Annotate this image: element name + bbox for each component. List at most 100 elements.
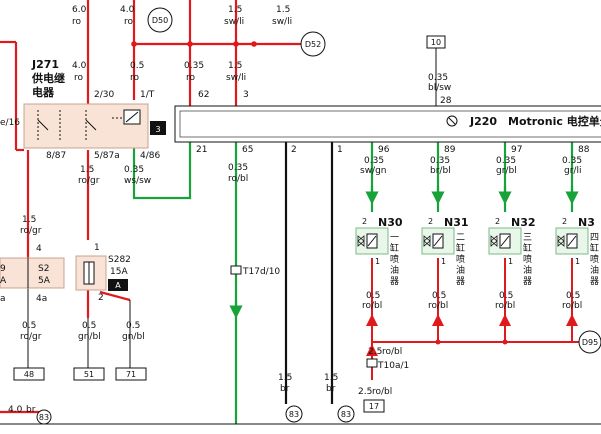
- injector-pin: 1: [508, 257, 513, 266]
- pin-label: 2: [291, 145, 297, 155]
- pin-label: 62: [198, 90, 209, 100]
- wire-color: ro/gr: [20, 332, 42, 342]
- fuse-tag: A: [115, 281, 121, 290]
- node-83-c: 83: [36, 409, 52, 425]
- wire-gauge: 1.5: [228, 5, 242, 15]
- injector-name-char: 器: [390, 276, 399, 287]
- node-83-b: 83: [337, 405, 355, 423]
- wire-color: gn/bl: [78, 332, 101, 342]
- wire-green-relay-ecu: [132, 142, 192, 200]
- injector-code: N30: [378, 216, 403, 229]
- pin-label: 5/87a: [94, 151, 120, 161]
- wire-red-fuse-branch: [99, 290, 131, 302]
- injector-name-char: 缸: [390, 242, 399, 254]
- wire-gauge: 4.0: [8, 405, 23, 415]
- junction-dot: [502, 339, 508, 345]
- ecu-code: J220: [469, 115, 497, 128]
- wire-gauge: 0.35: [496, 156, 516, 166]
- bottom-boxes: 48 51 71 17: [13, 367, 385, 413]
- ecu-name: Motronic 电控单元: [508, 114, 601, 128]
- injector-name-char: 油: [390, 264, 399, 276]
- relay-j271: 3 J271 供电继 电器 2/30 1/T e/16 8/87 5/87a 4…: [0, 58, 166, 161]
- injector-code: N31: [444, 216, 469, 229]
- wire-gauge: 4.0: [120, 5, 135, 15]
- injector-name-char: 油: [456, 264, 465, 276]
- fuse-block-left: 9 A S2 5A 4 4a a: [0, 244, 65, 304]
- injector-code: N3: [578, 216, 595, 229]
- injector-name-char: 喷: [590, 254, 599, 265]
- fuse-label: 5A: [38, 276, 51, 286]
- injector-name-char: 一: [390, 233, 399, 243]
- junction-dot: [233, 41, 239, 47]
- injector-code: N32: [511, 216, 536, 229]
- wire-gauge: 0.5: [130, 61, 144, 71]
- wire-gauge: 0.35: [430, 156, 450, 166]
- fuse-label: 9: [0, 264, 6, 274]
- junctions: [131, 41, 508, 345]
- pin-label: 1: [337, 145, 343, 155]
- box-label: 17: [369, 402, 379, 411]
- relay-name-1: 供电继: [31, 71, 65, 85]
- wire-gauge: 0.5: [22, 321, 36, 331]
- wire-labels: 6.0 ro 4.0 ro 1.5 sw/li 1.5 sw/li 4.0 ro…: [8, 5, 590, 415]
- wire-color: br: [280, 384, 290, 394]
- injector-valve-icon: [423, 235, 431, 247]
- wire-gauge: 1.5: [278, 373, 292, 383]
- wire-color: sw/li: [224, 17, 244, 27]
- pin-label: 97: [511, 145, 522, 155]
- injector-coil-line: [500, 235, 510, 247]
- injector-name-char: 喷: [390, 254, 399, 265]
- injector-name-char: 三: [523, 233, 532, 243]
- injector-valve-icon: [357, 235, 365, 247]
- wire-gauge: 0.35: [562, 156, 582, 166]
- injector-body: [555, 227, 589, 255]
- injector-coil-line: [367, 235, 377, 247]
- wire-color: gr/li: [564, 166, 581, 176]
- junction-dot: [251, 41, 257, 47]
- injector-pin: 2: [428, 217, 433, 226]
- fuse-s282: S282 15A A 1 2: [75, 243, 131, 303]
- wire-color: ro/bl: [428, 301, 448, 311]
- injector-name-char: 缸: [523, 242, 532, 254]
- wire-gauge: 0.5: [432, 291, 446, 301]
- wire-color: ro: [74, 73, 84, 83]
- wire-gauge: 1.5: [276, 5, 290, 15]
- relay-contacts: [37, 110, 124, 140]
- wire-gauge: 1.5: [22, 215, 36, 225]
- ecu-j220: J220 Motronic 电控单元 28: [174, 96, 601, 143]
- injector-coil-line: [567, 235, 577, 247]
- wire-color: sw/li: [272, 17, 292, 27]
- pin-label: 65: [242, 145, 253, 155]
- wire-color: ro/bl: [562, 301, 582, 311]
- wire-color: ws/sw: [124, 176, 151, 186]
- wire-gauge: 0.35: [124, 165, 144, 175]
- node-83-a: 83: [285, 405, 303, 423]
- wire-gauge: 2.5: [358, 387, 372, 397]
- injector-pin: 1: [375, 257, 380, 266]
- box-label: 51: [84, 370, 94, 379]
- wire-color: ro/gr: [78, 176, 100, 186]
- junction-dot: [187, 41, 193, 47]
- fuse-label: S2: [38, 264, 49, 274]
- wire-color: br: [326, 384, 336, 394]
- wire-gauge: 4.0: [72, 61, 87, 71]
- pin-label: 28: [440, 96, 452, 106]
- wire-gauge: 0.5: [566, 291, 580, 301]
- wire-color: ro/bl: [382, 347, 402, 357]
- wire-color: br/bl: [430, 166, 451, 176]
- injector-name-char: 油: [523, 264, 532, 276]
- fuse-label: S282: [108, 255, 131, 265]
- wire-gauge: 0.35: [428, 73, 448, 83]
- wire-color: ro/bl: [495, 301, 515, 311]
- relay-code: J271: [31, 58, 59, 71]
- wire-gauge: 1.5: [228, 61, 242, 71]
- injector-name-char: 器: [523, 276, 532, 287]
- node-label: 83: [341, 410, 351, 419]
- injector-name-char: 四: [590, 233, 599, 243]
- injector-pin: 2: [562, 217, 567, 226]
